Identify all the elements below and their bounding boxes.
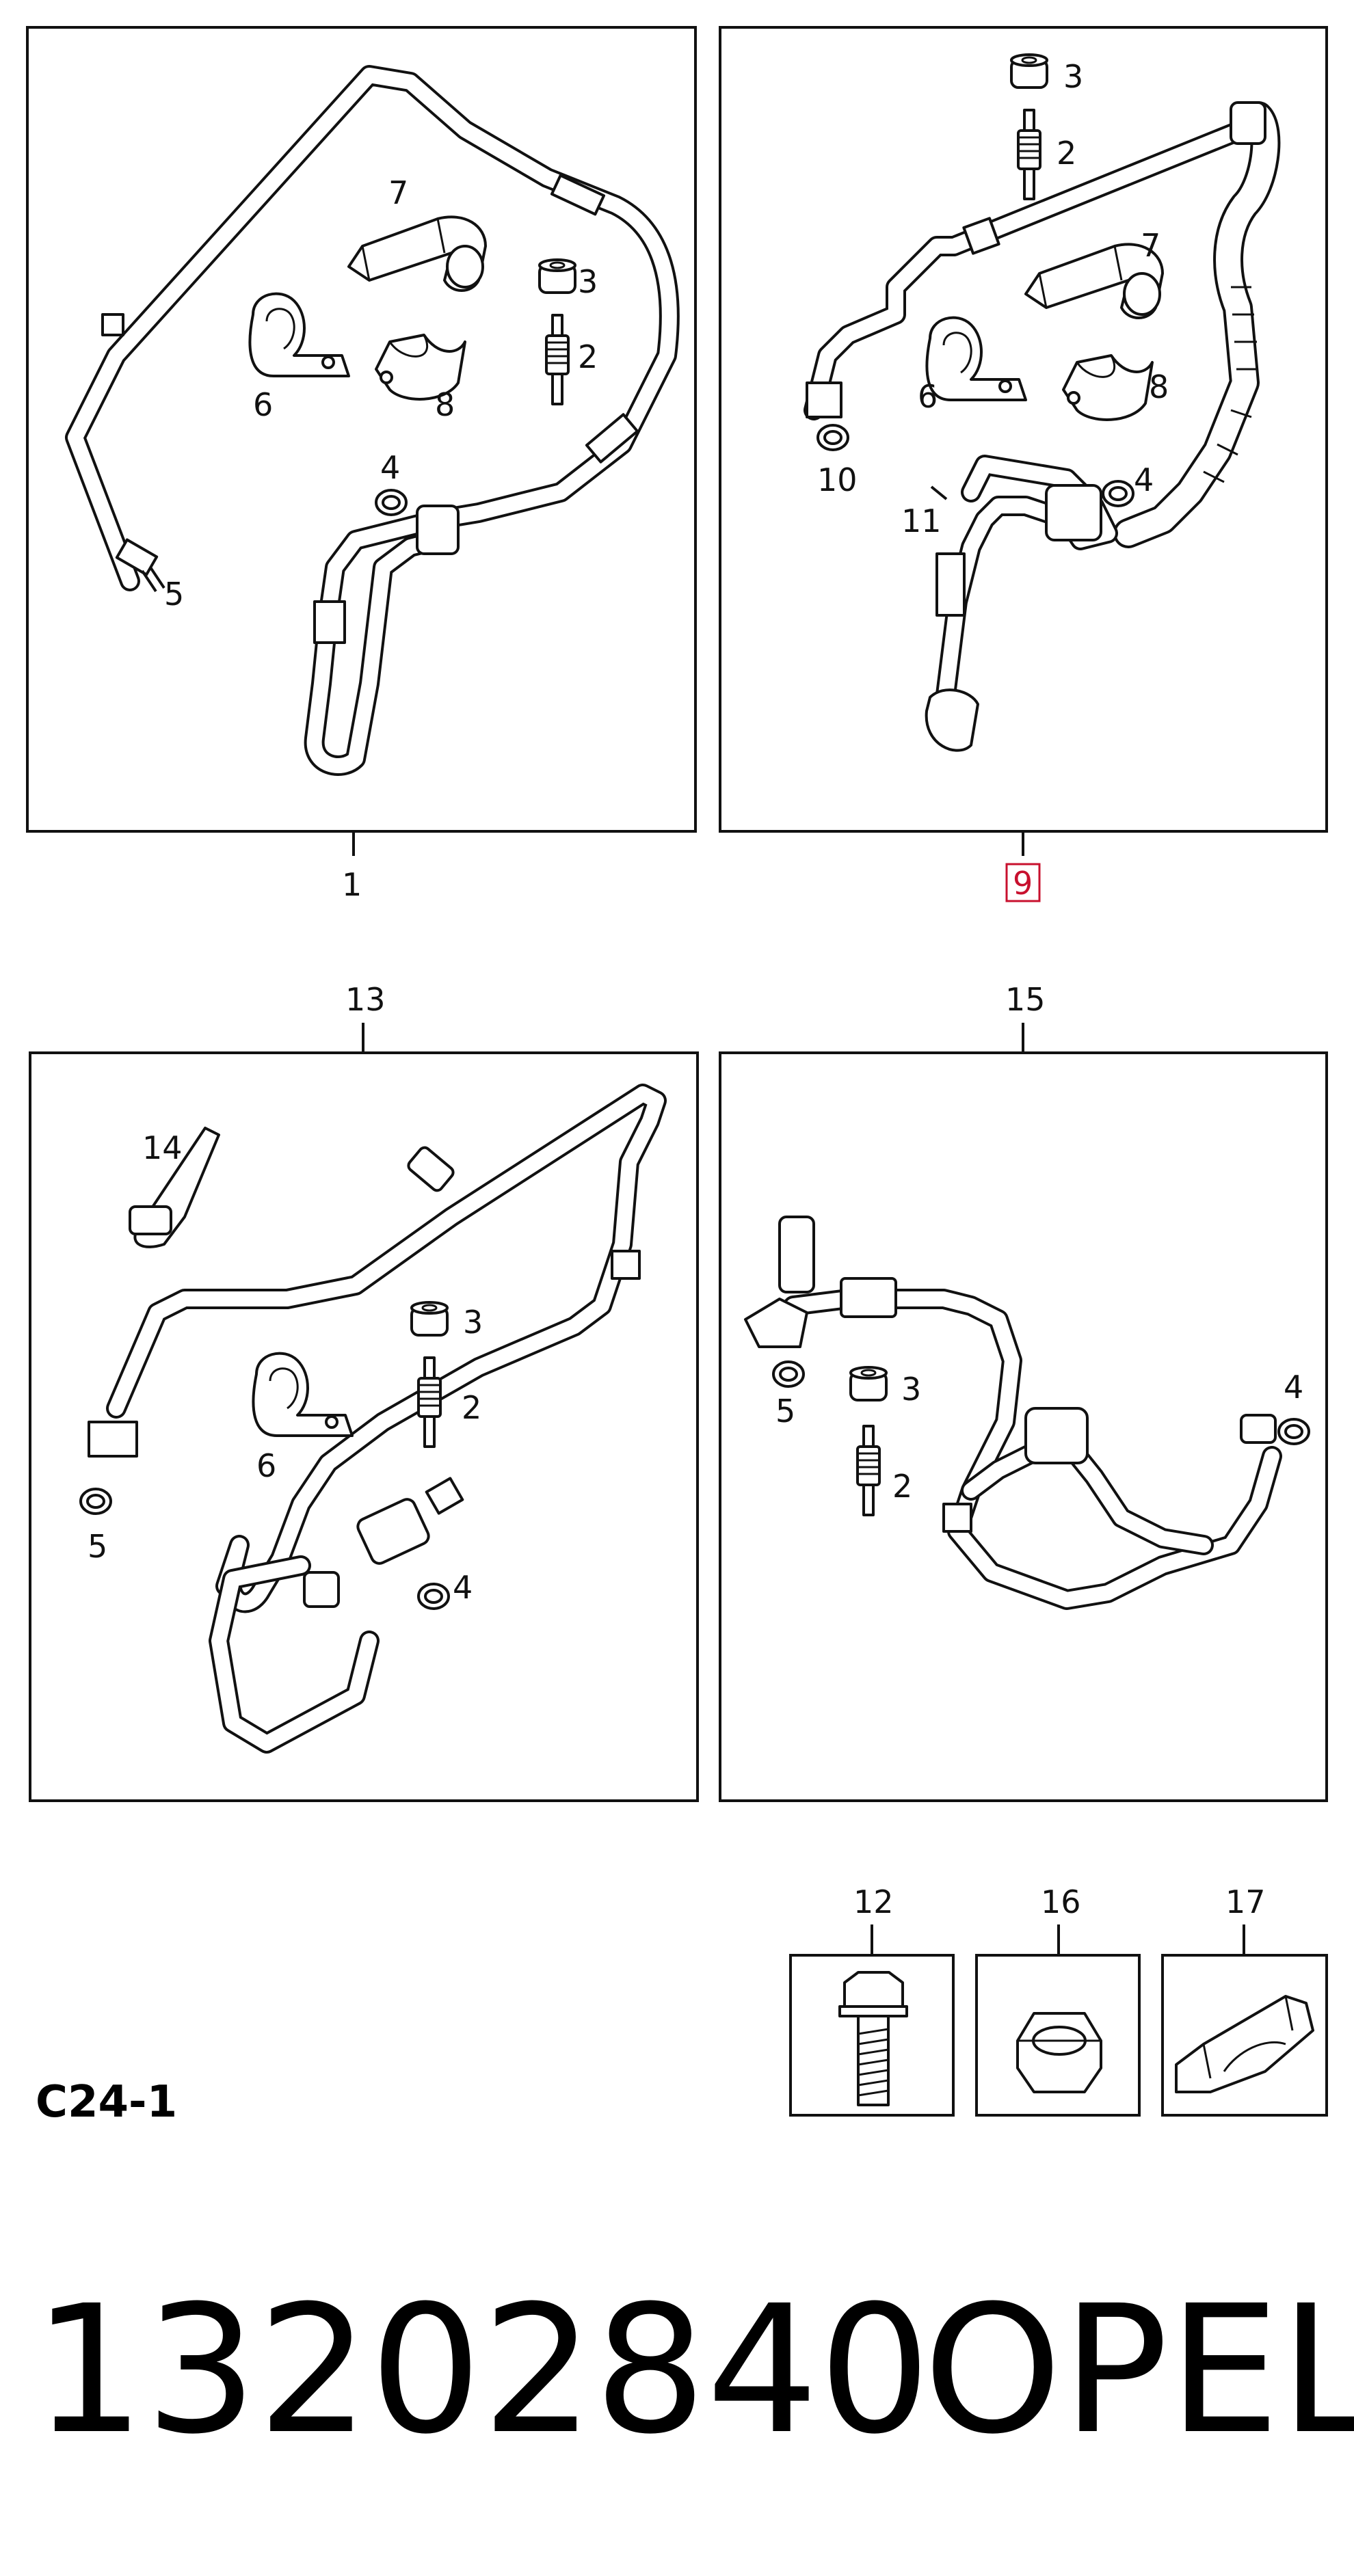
hex-nut-icon xyxy=(1016,2012,1102,2093)
pressure-sensor-3 xyxy=(1010,53,1048,89)
group-9-label[interactable]: 9 xyxy=(1013,865,1033,902)
hose-band xyxy=(425,1477,464,1515)
callout-7: 7 xyxy=(388,174,408,211)
clamp-6 xyxy=(248,292,350,377)
callout-5: 5 xyxy=(164,576,184,613)
small-part-16: 16 xyxy=(975,1883,1141,2117)
o-ring-10 xyxy=(817,424,849,451)
callout-6: 6 xyxy=(256,1447,276,1484)
callout-3: 3 xyxy=(463,1304,483,1341)
o-ring-4 xyxy=(1102,480,1134,507)
connector-block xyxy=(1045,484,1102,541)
service-port xyxy=(101,313,124,336)
service-port xyxy=(407,1146,455,1192)
hose-band xyxy=(942,1503,972,1533)
clamp-6 xyxy=(925,316,1027,401)
callout-2: 2 xyxy=(578,338,598,375)
connector-block xyxy=(1024,1407,1089,1464)
connector-block xyxy=(1230,101,1266,145)
o-ring-4 xyxy=(1277,1418,1310,1445)
clamp-6 xyxy=(252,1352,354,1437)
pressure-sensor-3 xyxy=(538,258,576,294)
group-13-panel: 13 14 3 2 6 5 4 xyxy=(29,981,699,1802)
tube-end xyxy=(88,1421,138,1458)
bolt-icon xyxy=(838,1971,908,2106)
callout-6: 6 xyxy=(918,378,938,415)
bracket-7 xyxy=(347,215,487,292)
callout-2: 2 xyxy=(462,1389,481,1426)
muffler xyxy=(356,1498,430,1565)
compressor-fitting xyxy=(925,688,979,752)
callout-10: 10 xyxy=(817,461,858,498)
callout-5: 5 xyxy=(775,1393,795,1430)
pressure-sensor-3 xyxy=(410,1301,449,1337)
callout-5: 5 xyxy=(88,1528,107,1565)
hose-band xyxy=(935,552,966,617)
callout-2: 2 xyxy=(892,1468,912,1505)
valve-core-2 xyxy=(545,314,570,405)
callout-14: 14 xyxy=(142,1129,183,1166)
connector-block xyxy=(303,1571,340,1608)
callout-4: 4 xyxy=(380,449,400,486)
o-ring-5 xyxy=(772,1360,805,1388)
tube-end xyxy=(806,381,842,418)
group-15-label: 15 xyxy=(1005,981,1046,1018)
hose-band xyxy=(550,174,606,216)
pressure-sensor-3 xyxy=(849,1366,888,1401)
service-port xyxy=(962,217,1000,255)
service-port xyxy=(778,1216,815,1293)
callout-4: 4 xyxy=(1134,461,1154,498)
group-1-label: 1 xyxy=(342,866,362,903)
small-part-17: 17 xyxy=(1161,1883,1328,2117)
callout-2: 2 xyxy=(1057,135,1076,172)
valve-core-2 xyxy=(1017,109,1041,200)
o-ring-4 xyxy=(375,489,408,516)
valve-core-2 xyxy=(417,1356,442,1448)
small-part-12: 12 xyxy=(789,1883,955,2117)
brand-name: OPEL xyxy=(923,2268,1354,2473)
o-ring-4 xyxy=(417,1583,450,1610)
connector-block xyxy=(416,505,460,555)
callout-4: 4 xyxy=(453,1569,473,1606)
part-number: 13202840 xyxy=(33,2268,931,2473)
group-15-panel: 15 5 3 4 2 xyxy=(719,981,1328,1802)
o-ring-5 xyxy=(79,1488,112,1515)
group-9-panel: 3 2 7 6 8 10 4 11 9 xyxy=(719,26,1328,902)
callout-8: 8 xyxy=(1149,368,1169,405)
tube-end xyxy=(115,538,159,576)
hose-band xyxy=(611,1250,641,1280)
callout-4: 4 xyxy=(1284,1369,1303,1406)
tube-end xyxy=(744,1298,808,1348)
selected-group-highlight[interactable] xyxy=(1005,863,1041,902)
group-13-label: 13 xyxy=(345,981,386,1018)
hose-band xyxy=(313,600,346,644)
callout-3: 3 xyxy=(901,1371,921,1408)
clip-icon xyxy=(1175,1995,1314,2093)
callout-7: 7 xyxy=(1141,227,1160,264)
callout-8: 8 xyxy=(435,386,455,423)
callout-11: 11 xyxy=(901,502,942,539)
small-part-12-label: 12 xyxy=(853,1883,894,1920)
hose-band xyxy=(585,413,639,464)
small-part-17-label: 17 xyxy=(1225,1883,1266,1920)
hose-band xyxy=(840,1277,897,1318)
sheet-code: C24-1 xyxy=(36,2077,177,2128)
valve-core-2 xyxy=(856,1425,881,1516)
group-1-panel: 7 3 6 8 2 4 5 1 xyxy=(26,26,697,903)
callout-3: 3 xyxy=(1063,58,1083,95)
callout-6: 6 xyxy=(253,386,273,423)
clip-8 xyxy=(1062,354,1154,421)
callout-3: 3 xyxy=(578,263,598,300)
tube-end xyxy=(1240,1414,1277,1444)
bracket-14-clip xyxy=(129,1205,172,1235)
small-part-16-label: 16 xyxy=(1041,1883,1081,1920)
